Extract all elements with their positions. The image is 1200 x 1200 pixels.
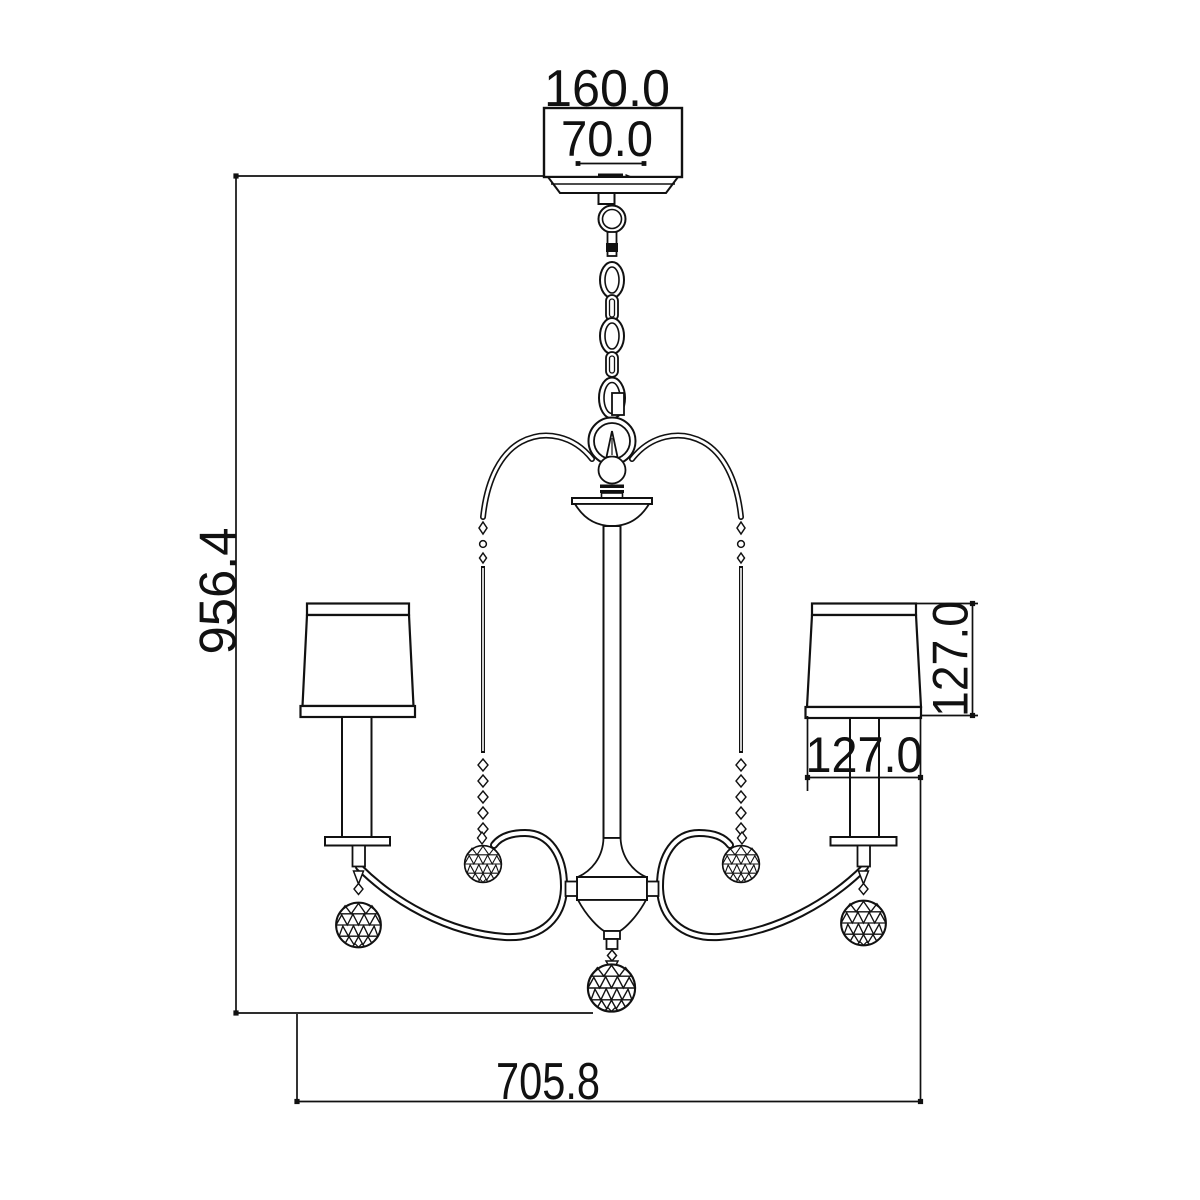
right-shade-top-rim	[810, 602, 918, 617]
bottom-cap	[605, 938, 619, 950]
canopy-mount-spacing-label: 70.0	[561, 111, 653, 167]
shade-height-dimension-lines	[913, 602, 978, 717]
dimension-tick	[233, 173, 239, 179]
dimension-tick	[641, 161, 647, 166]
right-shade-body	[805, 613, 923, 709]
canopy: 160.0 70.0	[542, 60, 684, 205]
hub-arm-socket-right	[646, 880, 660, 897]
crystal-strand-right	[721, 520, 761, 884]
dimension-tick	[575, 161, 581, 166]
strand-bead	[736, 520, 746, 536]
dimension-tick	[233, 1010, 239, 1016]
overall-width-label: 705.8	[496, 1053, 600, 1111]
strand-bead	[736, 551, 746, 565]
chain-quicklink-sleeve	[611, 392, 625, 416]
left-drop-bead	[353, 882, 364, 896]
collar-band	[600, 484, 624, 488]
strand-bead	[478, 520, 488, 536]
arm-tip-bead-right	[736, 830, 748, 846]
canopy-plan-box	[542, 106, 684, 179]
shade-diameter-label: 127.0	[806, 727, 923, 783]
left-candle-stem	[351, 844, 366, 868]
central-column	[564, 430, 660, 1013]
strand-bead	[736, 539, 746, 549]
right-drop-cone	[857, 870, 870, 887]
collar-band	[600, 490, 624, 493]
hub-bowl	[576, 899, 648, 932]
canopy-ring-inner	[601, 208, 623, 230]
lower-arms	[355, 828, 869, 942]
overall-height-dimension: 956.4	[190, 173, 593, 1016]
chain-pin-collar	[606, 243, 618, 252]
canopy-mount-spacing-dimension	[575, 161, 647, 166]
bottom-stub	[603, 930, 621, 940]
chain-link-inner	[604, 266, 620, 294]
left-shade-bottom-rim	[299, 704, 417, 719]
dimension-tick	[294, 1098, 300, 1105]
arm-tip-beads	[476, 830, 748, 846]
strand-bead	[478, 551, 488, 565]
crystal-strand-left	[463, 520, 503, 884]
crystal-ball-inner-left	[463, 844, 503, 884]
right-candle-stem	[856, 844, 871, 868]
upper-arms	[480, 432, 744, 520]
finial-bulb	[597, 455, 627, 485]
strand-bead-chain	[477, 757, 489, 837]
hub-band	[576, 876, 648, 901]
left-shade-body	[301, 613, 415, 708]
chain-link-inner	[604, 322, 620, 350]
hub-shoulder	[577, 837, 647, 878]
lower-arm-left	[355, 828, 569, 942]
crystal-ball-outer-left	[335, 901, 382, 949]
crystal-ball-inner-right	[721, 844, 761, 884]
overall-width-dimension: 705.8	[294, 716, 924, 1111]
lower-arm-right	[655, 828, 869, 942]
upper-arm-right-inner	[630, 434, 743, 519]
strand-bead	[478, 539, 488, 549]
left-light	[299, 602, 417, 949]
arm-tip-bead-left	[476, 830, 488, 846]
shade-height-label: 127.0	[923, 601, 979, 717]
right-shade-bottom-rim	[804, 705, 923, 720]
dimension-tick	[969, 712, 976, 719]
lower-arm-right-inner	[657, 830, 867, 940]
hub-arm-socket-left	[564, 880, 578, 897]
shade-diameter-dimension: 127.0	[804, 716, 924, 791]
overall-height-label: 956.4	[190, 528, 248, 655]
dimension-tick	[917, 1098, 924, 1105]
upper-arm-left-inner	[481, 434, 594, 519]
left-shade-top-rim	[305, 602, 411, 617]
left-bobeche	[324, 836, 391, 847]
canopy-neck	[597, 192, 616, 205]
overall-height-dimension-lines	[235, 175, 593, 1014]
left-candle-sleeve	[341, 716, 373, 838]
bottom-bead	[606, 948, 618, 963]
lower-arm-left-inner	[357, 830, 567, 940]
shade-height-dimension: 127.0	[913, 600, 979, 719]
chain-link-side-inner	[608, 355, 616, 374]
overall-width-dimension-lines	[296, 716, 922, 1103]
top-bowl	[573, 503, 651, 527]
left-drop-cone	[352, 870, 365, 887]
dimension-tick	[969, 600, 976, 607]
crystal-ball-bottom	[586, 963, 637, 1013]
column-stem	[602, 525, 622, 839]
right-drop-bead	[858, 882, 869, 896]
right-bobeche	[829, 836, 898, 847]
canopy-profile	[546, 176, 680, 194]
suspension-chain	[587, 204, 637, 466]
dimension-tick	[804, 774, 811, 781]
crystal-ball-outer-right	[840, 899, 887, 947]
strand-bead-chain	[735, 757, 747, 837]
